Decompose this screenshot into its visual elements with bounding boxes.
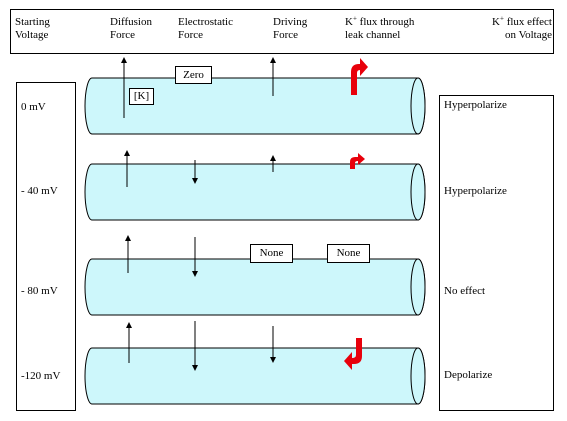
channel-cylinder-3: [84, 258, 426, 316]
header-k-flux-effect: K+ flux effect on Voltage: [492, 14, 552, 41]
zero-label: Zero: [175, 66, 212, 84]
channel-cylinder-4: [84, 347, 426, 405]
voltage-column-box: [16, 82, 76, 411]
effect-column-box: [439, 95, 554, 411]
voltage-label-40: - 40 mV: [21, 185, 58, 197]
k-flux-none-label: None: [327, 244, 370, 263]
driving-force-none-label: None: [250, 244, 293, 263]
voltage-label-80: - 80 mV: [21, 285, 58, 297]
voltage-label-120: -120 mV: [21, 370, 61, 382]
voltage-label-0: 0 mV: [21, 101, 46, 113]
k-flux-arrow-2: [350, 153, 365, 169]
header-k-flux-channel: K+ flux through leak channel: [345, 14, 415, 41]
header-box: [10, 9, 554, 54]
k-flux-arrow-1: [351, 58, 368, 95]
effect-label-1: Hyperpolarize: [444, 99, 507, 111]
effect-label-2: Hyperpolarize: [444, 185, 507, 197]
k-concentration-label: [K]: [129, 88, 154, 105]
channel-cylinder-1: [84, 77, 426, 135]
effect-label-4: Depolarize: [444, 369, 493, 381]
effect-label-3: No effect: [444, 285, 486, 297]
channel-cylinder-2: [84, 163, 426, 221]
k-flux-arrow-4: [344, 338, 362, 370]
